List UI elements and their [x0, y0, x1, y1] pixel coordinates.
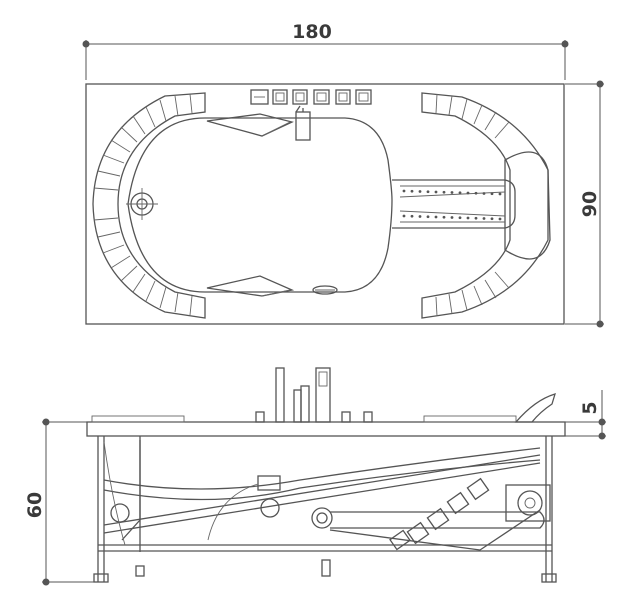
armrest-lower — [206, 275, 295, 297]
length-dimension: 180 — [82, 21, 569, 80]
jet-dot — [418, 215, 422, 218]
jet-dot — [466, 191, 470, 195]
jet-dot — [490, 192, 494, 196]
top-view: 180 90 — [82, 21, 604, 328]
footrest-band — [421, 92, 549, 319]
drain-icon — [126, 188, 158, 220]
rim-fittings — [255, 367, 373, 423]
control-button — [292, 89, 308, 105]
jet-dot — [434, 215, 438, 219]
jet-dot — [434, 190, 438, 194]
tub-outer-rim — [85, 83, 565, 325]
height-dimension: 60 — [24, 418, 100, 586]
jet-dot — [410, 214, 414, 218]
rim-label: 5 — [579, 401, 601, 414]
jet-dot — [474, 191, 478, 195]
pump-motor-icon — [505, 484, 551, 522]
jet-dot — [474, 216, 478, 220]
jet-dot — [498, 192, 502, 196]
control-button — [250, 89, 269, 105]
jet-blocks — [389, 477, 490, 551]
jet-dot — [450, 191, 454, 194]
width-dimension: 90 — [565, 80, 604, 328]
jet-dot — [498, 217, 502, 221]
jet-dot — [426, 215, 430, 219]
jet-dot — [482, 192, 486, 195]
jet-dot — [442, 215, 446, 219]
jet-nozzle-icon — [110, 475, 333, 529]
headrest-band — [92, 92, 206, 319]
control-panel — [250, 89, 372, 105]
jet-dot — [410, 189, 414, 193]
jet-dot — [466, 216, 470, 220]
length-label: 180 — [292, 21, 332, 43]
inner-basin — [127, 117, 393, 293]
seat-area — [392, 179, 516, 229]
jet-dot — [418, 190, 422, 193]
jet-dot — [458, 191, 462, 195]
side-view: 60 5 — [24, 367, 606, 586]
rim-dimension: 5 — [565, 390, 606, 440]
jet-dot — [482, 217, 486, 220]
jet-dots — [402, 189, 502, 221]
jet-dot — [402, 214, 406, 218]
headrest-pillow — [514, 393, 556, 423]
jet-dot — [458, 216, 462, 220]
width-label: 90 — [579, 191, 601, 217]
pipe-main — [330, 511, 545, 529]
jet-row-lower — [399, 210, 506, 223]
overflow-grate-icon — [312, 285, 338, 295]
control-button — [313, 89, 330, 105]
jet-dot — [402, 189, 406, 193]
control-button — [272, 89, 288, 105]
jet-row-upper — [399, 185, 506, 198]
support-frame — [93, 436, 557, 583]
armrest-upper — [206, 113, 294, 137]
jet-dot — [450, 216, 454, 219]
basin-profile — [103, 447, 541, 490]
control-button — [355, 89, 372, 105]
height-label: 60 — [24, 492, 46, 518]
tub-rim-side — [86, 421, 566, 437]
jet-dot — [426, 190, 430, 194]
jet-dot — [490, 217, 494, 221]
control-button — [335, 89, 351, 105]
jet-dot — [442, 190, 446, 194]
faucet-icon — [295, 105, 311, 141]
